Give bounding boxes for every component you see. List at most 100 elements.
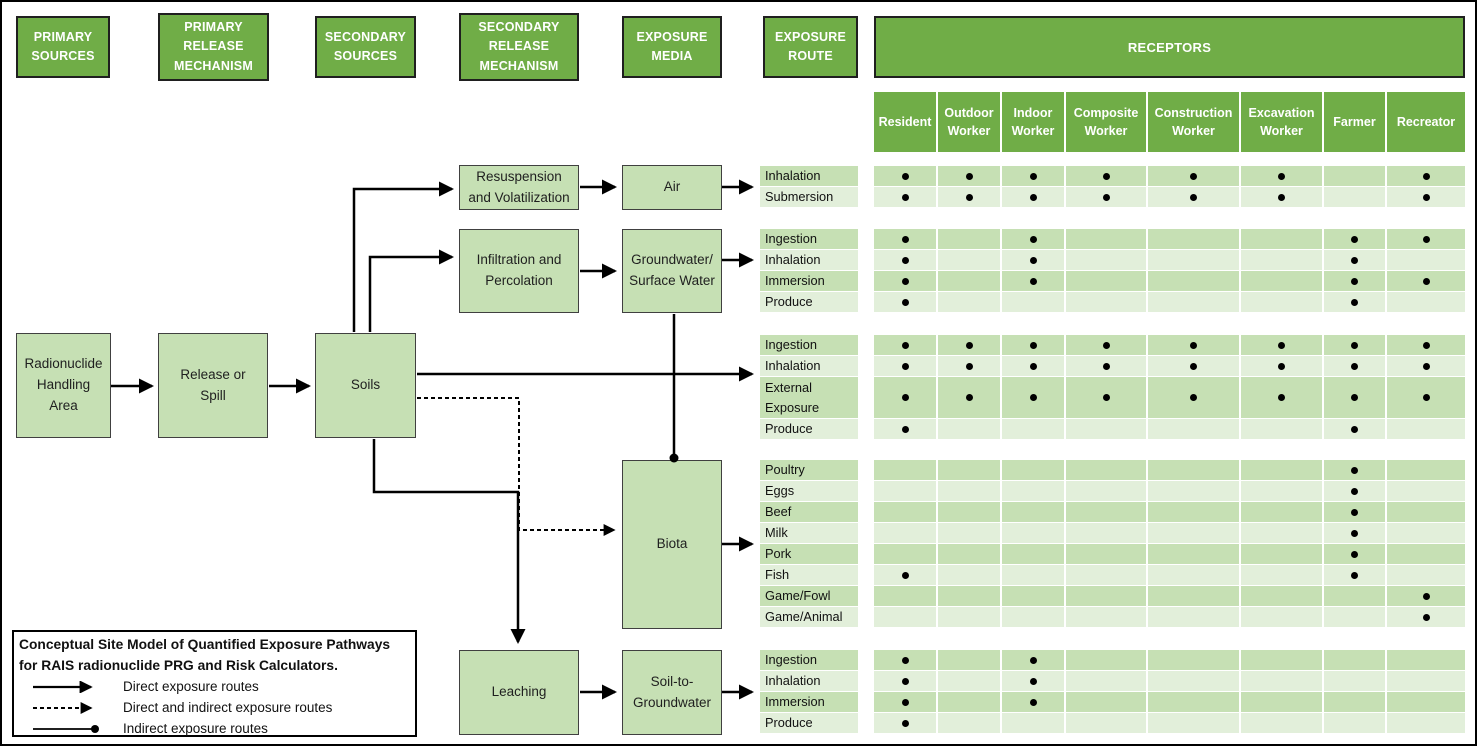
- matrix-row: Produce: [760, 419, 1465, 439]
- exposure-dot-icon: [1422, 362, 1430, 370]
- dot-cell: [1387, 250, 1465, 270]
- dot-cell: [1066, 650, 1146, 670]
- dot-cell: [1066, 460, 1146, 480]
- receptor-column-header: Outdoor Worker: [938, 92, 1000, 152]
- dot-cell: [874, 419, 936, 439]
- dot-cell: [1148, 586, 1239, 606]
- dot-cell: [1066, 692, 1146, 712]
- dot-cell: [938, 586, 1000, 606]
- dot-cell: [1002, 271, 1064, 291]
- dot-cell: [1066, 671, 1146, 691]
- matrix-row: Inhalation: [760, 250, 1465, 270]
- route-label: Game/Animal: [760, 607, 858, 627]
- dot-cell: [1066, 713, 1146, 733]
- box-leaching: Leaching: [459, 650, 579, 735]
- dot-cell: [1066, 250, 1146, 270]
- dot-cell: [938, 502, 1000, 522]
- dot-cell: [938, 671, 1000, 691]
- dot-cell: [1002, 419, 1064, 439]
- legend-item-label: Direct exposure routes: [123, 679, 259, 695]
- dot-cell: [874, 481, 936, 501]
- row-spacer: [860, 586, 872, 606]
- exposure-dot-icon: [1029, 193, 1037, 201]
- dot-cell: [1241, 650, 1322, 670]
- dot-cell: [1148, 671, 1239, 691]
- exposure-dot-icon: [1278, 394, 1285, 401]
- dot-cell: [1324, 419, 1385, 439]
- dot-cell: [1002, 250, 1064, 270]
- exposure-dot-icon: [1278, 362, 1285, 370]
- dot-cell: [1241, 586, 1322, 606]
- dot-cell: [1241, 229, 1322, 249]
- box-soils: Soils: [315, 333, 416, 438]
- exposure-dot-icon: [1351, 508, 1358, 516]
- dot-cell: [1387, 671, 1465, 691]
- arrow-soils-to-resuspension: [352, 181, 455, 332]
- dot-cell: [1324, 460, 1385, 480]
- dot-cell: [874, 356, 936, 376]
- exposure-dot-icon: [1422, 277, 1430, 285]
- dashed-arrow-soils-to-biota: [417, 397, 616, 536]
- route-label: Produce: [760, 713, 858, 733]
- exposure-dot-icon: [1029, 362, 1037, 370]
- dot-cell: [1241, 335, 1322, 355]
- row-spacer: [860, 460, 872, 480]
- exposure-dot-icon: [1102, 362, 1110, 370]
- dot-cell: [1002, 377, 1064, 418]
- dot-cell: [1241, 502, 1322, 522]
- exposure-dot-icon: [901, 341, 909, 349]
- exposure-dot-icon: [1351, 466, 1358, 474]
- row-spacer: [860, 356, 872, 376]
- exposure-dot-icon: [1422, 172, 1430, 180]
- matrix-row: Ingestion: [760, 229, 1465, 249]
- dot-cell: [1324, 607, 1385, 627]
- dot-cell: [1241, 460, 1322, 480]
- dot-cell: [1148, 250, 1239, 270]
- dot-cell: [1066, 586, 1146, 606]
- dot-cell: [1387, 481, 1465, 501]
- dot-cell: [1002, 544, 1064, 564]
- header-exposure-route: EXPOSURE ROUTE: [763, 16, 858, 78]
- box-infiltration-percolation: Infiltration and Percolation: [459, 229, 579, 313]
- dot-cell: [874, 586, 936, 606]
- exposure-dot-icon: [901, 677, 909, 685]
- dot-cell: [874, 335, 936, 355]
- dot-cell: [1066, 166, 1146, 186]
- route-label: Produce: [760, 419, 858, 439]
- row-spacer: [860, 692, 872, 712]
- dot-cell: [874, 607, 936, 627]
- exposure-dot-icon: [901, 719, 909, 727]
- dot-cell: [1066, 523, 1146, 543]
- exposure-dot-icon: [901, 394, 909, 401]
- dot-cell: [1387, 292, 1465, 312]
- exposure-dot-icon: [965, 362, 973, 370]
- legend-item-direct: Direct exposure routes: [14, 676, 415, 697]
- dot-cell: [938, 607, 1000, 627]
- row-spacer: [860, 250, 872, 270]
- dot-cell: [874, 377, 936, 418]
- dot-cell: [1241, 671, 1322, 691]
- row-spacer: [860, 502, 872, 522]
- dot-cell: [1148, 544, 1239, 564]
- dot-cell: [1066, 335, 1146, 355]
- header-secondary-release-mechanism: SECONDARY RELEASE MECHANISM: [459, 13, 579, 81]
- exposure-dot-icon: [1190, 341, 1197, 349]
- dot-cell: [1324, 292, 1385, 312]
- dot-cell: [1387, 335, 1465, 355]
- matrix-row: Produce: [760, 713, 1465, 733]
- dot-cell: [938, 250, 1000, 270]
- dot-cell: [1324, 502, 1385, 522]
- route-label: Inhalation: [760, 166, 858, 186]
- exposure-dot-icon: [901, 172, 909, 180]
- dot-cell: [874, 565, 936, 585]
- exposure-dot-icon: [901, 571, 909, 579]
- dot-cell: [1241, 356, 1322, 376]
- exposure-dot-icon: [1351, 341, 1358, 349]
- header-primary-sources: PRIMARY SOURCES: [16, 16, 110, 78]
- exposure-dot-icon: [965, 341, 973, 349]
- dot-cell: [874, 229, 936, 249]
- dot-cell: [1148, 229, 1239, 249]
